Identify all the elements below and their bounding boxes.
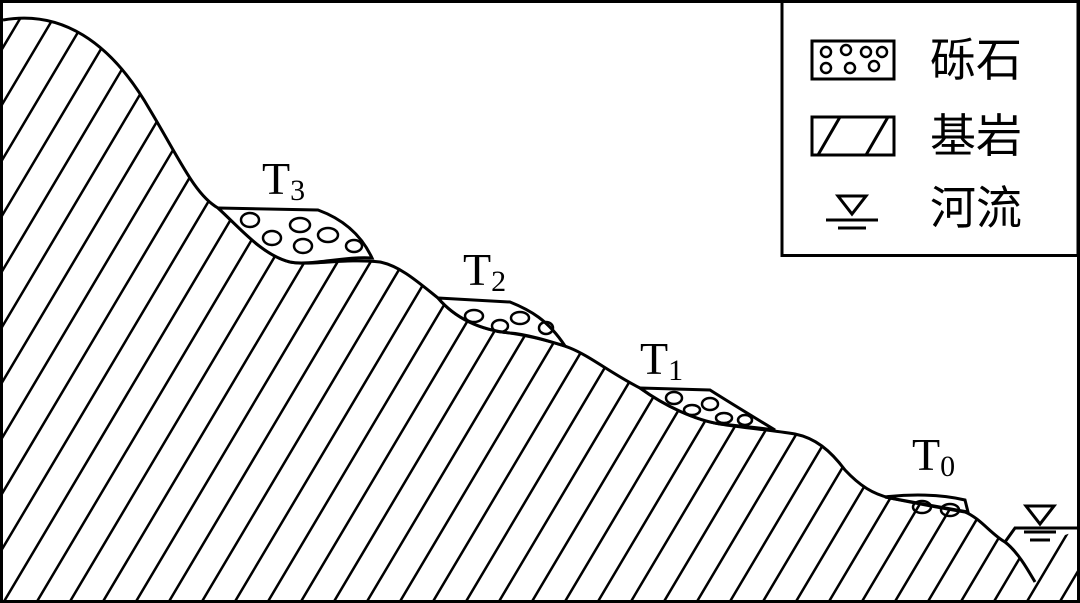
terrace-t3-gravel — [214, 206, 375, 265]
terrace-t2-gravel — [434, 296, 569, 349]
terrace-label-t2: T2 — [463, 244, 506, 298]
legend-bedrock-swatch — [810, 115, 896, 157]
terrace-label-t3: T3 — [262, 153, 305, 207]
river-water-surface — [1003, 526, 1080, 543]
legend-bedrock-label: 基岩 — [930, 109, 1022, 163]
terrace-label-t1: T1 — [640, 333, 683, 387]
river-symbol-in-channel — [1022, 504, 1058, 542]
terrace-t1-gravel — [635, 386, 776, 432]
bedrock-hatch-line — [3, 18, 111, 600]
terrace-t0-gravel — [884, 493, 971, 518]
bedrock-hatch-line — [3, 18, 144, 600]
legend-river-symbol — [826, 194, 878, 230]
bedrock-hatch-line — [3, 18, 78, 600]
legend: 砾石 基岩 河流 — [780, 0, 1080, 257]
legend-gravel-label: 砾石 — [930, 33, 1022, 87]
legend-river-label: 河流 — [930, 181, 1022, 235]
legend-gravel-swatch — [810, 39, 896, 81]
terrace-label-t0: T0 — [912, 429, 955, 483]
bedrock-hatch-line — [3, 18, 177, 600]
